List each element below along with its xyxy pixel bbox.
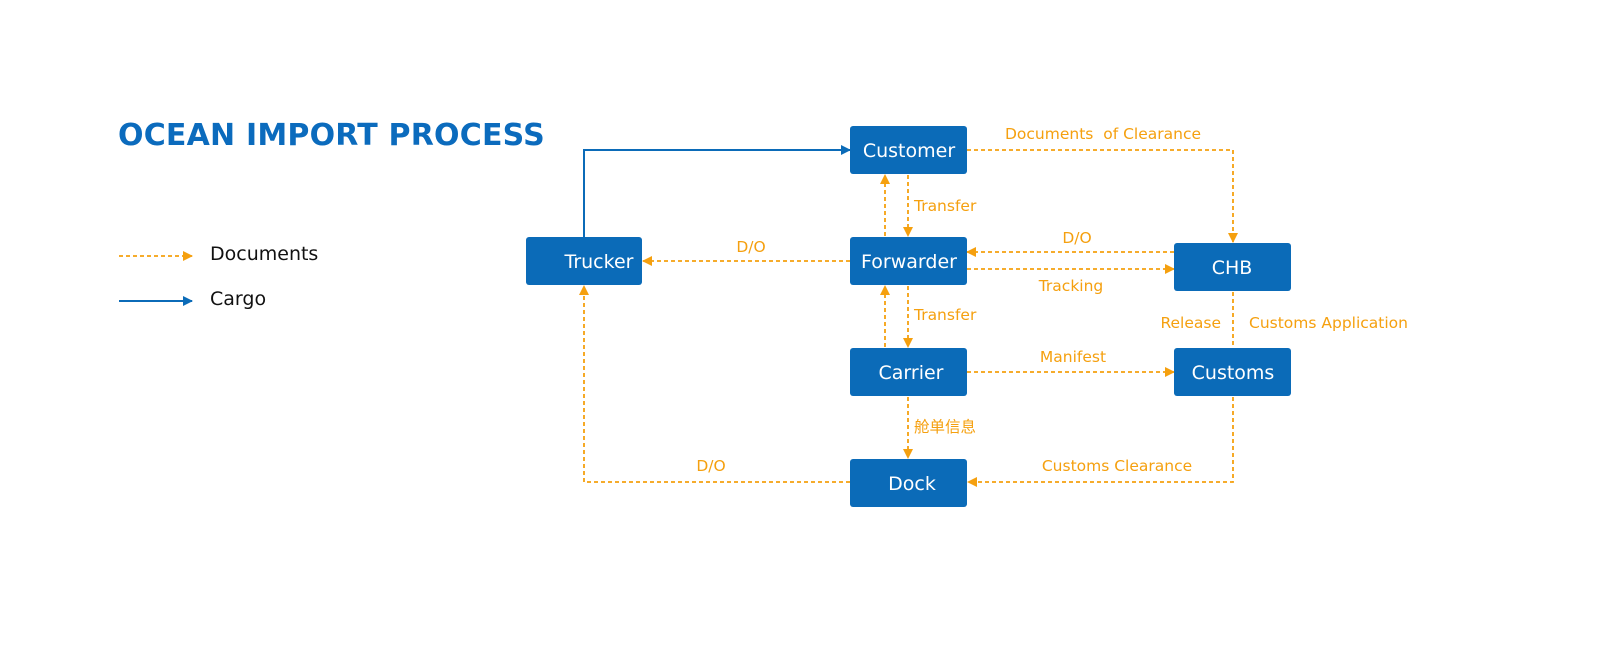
label-do-forwarder-trucker: D/O	[736, 238, 765, 256]
edge-dock-trucker	[579, 285, 850, 483]
node-carrier[interactable]: Carrier	[850, 348, 967, 396]
node-customs[interactable]: Customs	[1174, 348, 1291, 396]
label-transfer-forwarder-carrier: Transfer	[913, 306, 977, 324]
edges	[579, 145, 1238, 487]
label-customs-clearance: Customs Clearance	[1042, 457, 1192, 475]
node-customs-label: Customs	[1192, 362, 1275, 384]
edge-customs-dock	[967, 397, 1234, 487]
node-customer-label: Customer	[863, 140, 955, 162]
node-chb-label: CHB	[1212, 257, 1253, 279]
label-manifest-info-cn: 舱单信息	[914, 418, 976, 436]
node-dock[interactable]: Dock	[850, 459, 967, 507]
diagram-title: OCEAN IMPORT PROCESS	[118, 118, 545, 153]
label-customs-application: Customs Application	[1249, 314, 1408, 332]
label-documents-of-clearance: Documents of Clearance	[1005, 125, 1201, 143]
legend-cargo-label: Cargo	[210, 288, 267, 310]
edge-labels: Documents of Clearance Transfer D/O D/O …	[696, 125, 1408, 475]
label-do-chb-forwarder: D/O	[1062, 229, 1091, 247]
node-chb[interactable]: CHB	[1174, 243, 1291, 291]
node-customer[interactable]: Customer	[850, 126, 967, 174]
label-transfer-customer-forwarder: Transfer	[913, 197, 977, 215]
node-carrier-label: Carrier	[879, 362, 944, 384]
edge-customer-chb	[967, 149, 1238, 243]
label-release: Release	[1160, 314, 1221, 332]
node-forwarder[interactable]: Forwarder	[850, 237, 967, 285]
label-do-dock-trucker: D/O	[696, 457, 725, 475]
edge-trucker-customer	[583, 145, 851, 237]
node-dock-label: Dock	[888, 473, 936, 495]
label-manifest: Manifest	[1040, 348, 1106, 366]
node-trucker[interactable]: Trucker	[526, 237, 642, 285]
legend-documents-label: Documents	[210, 243, 319, 265]
label-tracking: Tracking	[1038, 277, 1104, 295]
node-forwarder-label: Forwarder	[861, 251, 957, 273]
node-trucker-label: Trucker	[564, 251, 634, 273]
